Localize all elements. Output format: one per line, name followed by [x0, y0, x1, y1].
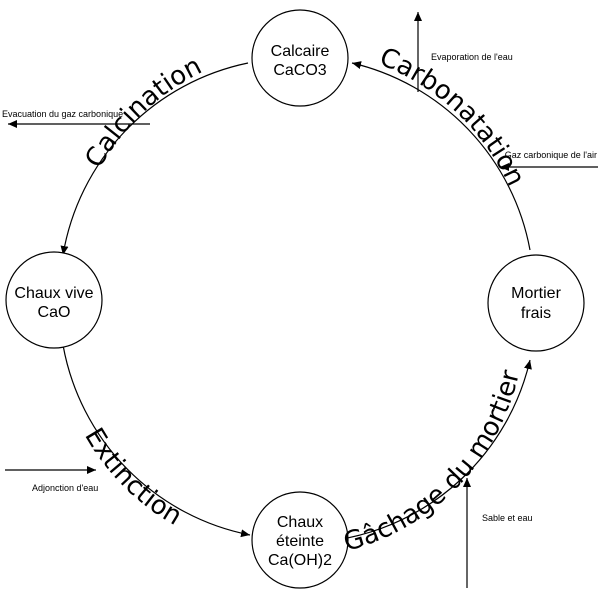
node-chaux-vive: Chaux vive CaO: [5, 251, 103, 349]
stage-carbonatation-label: Carbonatation: [375, 42, 530, 190]
node-calcaire-line2: CaCO3: [273, 62, 326, 79]
node-calcaire: Calcaire CaCO3: [251, 9, 349, 107]
stage-extinction-text: Extinction: [78, 423, 187, 532]
arc-carbonatation: [351, 61, 531, 251]
stage-extinction-label: Extinction: [78, 423, 187, 532]
gaz-air-label: Gaz carbonique de l'air: [505, 150, 597, 160]
adjonction-label: Adjonction d'eau: [32, 483, 98, 493]
node-chaux-eteinte-line2: éteinte: [276, 533, 324, 550]
evacuation-label: Evacuation du gaz carbonique: [2, 109, 123, 119]
node-mortier: Mortier frais: [487, 254, 585, 352]
arc-gachage: [335, 359, 532, 541]
node-chaux-vive-line1: Chaux vive: [14, 285, 93, 302]
node-chaux-vive-line2: CaO: [38, 304, 71, 321]
stage-gachage-label: Gâchage du mortier: [340, 367, 526, 558]
arc-calcination: [60, 62, 249, 256]
node-mortier-line1: Mortier: [511, 285, 561, 302]
node-chaux-eteinte-line1: Chaux: [277, 514, 323, 531]
stage-gachage-text: Gâchage du mortier: [340, 367, 526, 558]
node-calcaire-line1: Calcaire: [271, 43, 330, 60]
evaporation-label: Evaporation de l'eau: [431, 52, 513, 62]
arc-extinction: [62, 344, 251, 538]
node-mortier-line2: frais: [521, 305, 551, 322]
sable-label: Sable et eau: [482, 513, 533, 523]
node-chaux-eteinte-line3: Ca(OH)2: [268, 552, 332, 569]
node-chaux-eteinte: Chaux éteinte Ca(OH)2: [251, 491, 349, 589]
stage-carbonatation-text: Carbonatation: [375, 42, 530, 190]
